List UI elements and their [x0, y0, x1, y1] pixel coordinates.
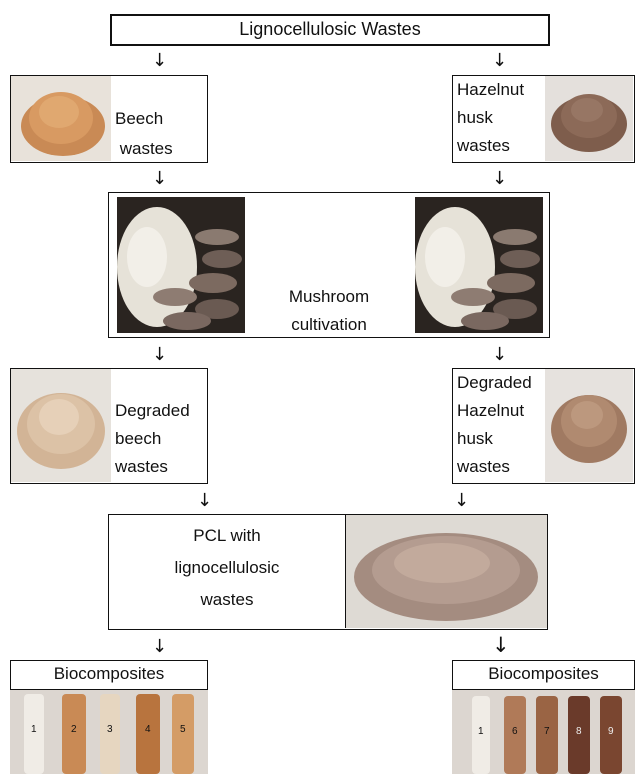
- arrow-down-icon: ↓: [152, 638, 167, 656]
- specimen-label: 5: [180, 724, 186, 735]
- biocomposites-left-box: Biocomposites: [10, 660, 208, 690]
- beech-sawdust-photo: [11, 76, 111, 161]
- degraded-beech-box: Degraded beech wastes: [10, 368, 208, 484]
- degraded-hazelnut-photo: [545, 369, 633, 482]
- mushroom-cultivation-box: Mushroom cultivation: [108, 192, 550, 338]
- arrow-down-icon: ↓: [492, 52, 507, 70]
- specimen-label: 1: [31, 724, 37, 735]
- arrow-down-icon: ↓: [492, 636, 510, 654]
- arrow-down-icon: ↓: [197, 492, 212, 510]
- arrow-down-icon: ↓: [454, 492, 469, 510]
- diagram-title: Lignocellulosic Wastes: [112, 19, 548, 40]
- beech-wastes-box: Beech wastes: [10, 75, 208, 163]
- degraded-hazelnut-label: Degraded Hazelnut husk wastes: [457, 369, 532, 481]
- hazelnut-husk-photo: [545, 76, 633, 161]
- specimen-label: 9: [608, 726, 614, 737]
- arrow-down-icon: ↓: [492, 170, 507, 188]
- mushroom-photo-left: [117, 197, 245, 333]
- specimen-label: 8: [576, 726, 582, 737]
- degraded-beech-label: Degraded beech wastes: [115, 397, 190, 481]
- mushroom-photo-right: [415, 197, 543, 333]
- mushroom-cultivation-label: Mushroom cultivation: [279, 283, 379, 339]
- arrow-down-icon: ↓: [152, 52, 167, 70]
- pcl-label: PCL with lignocellulosic wastes: [109, 520, 345, 616]
- arrow-down-icon: ↓: [152, 170, 167, 188]
- biocomposites-right-label: Biocomposites: [453, 664, 634, 684]
- specimen-label: 7: [544, 726, 550, 737]
- degraded-beech-photo: [11, 369, 111, 482]
- biocomposites-right-photo: 1 6 7 8 9: [452, 690, 635, 774]
- beech-wastes-label: Beech wastes: [115, 104, 173, 164]
- pcl-box: PCL with lignocellulosic wastes: [108, 514, 548, 630]
- pcl-pellets-photo: [345, 515, 547, 628]
- biocomposites-right-box: Biocomposites: [452, 660, 635, 690]
- degraded-hazelnut-box: Degraded Hazelnut husk wastes: [452, 368, 635, 484]
- specimen-label: 4: [145, 724, 151, 735]
- biocomposites-left-photo: 1 2 3 4 5: [10, 690, 208, 774]
- hazelnut-wastes-label: Hazelnut husk wastes: [457, 76, 524, 160]
- hazelnut-wastes-box: Hazelnut husk wastes: [452, 75, 635, 163]
- specimen-label: 6: [512, 726, 518, 737]
- specimen-label: 1: [478, 726, 484, 737]
- specimen-label: 3: [107, 724, 113, 735]
- biocomposites-left-label: Biocomposites: [11, 664, 207, 684]
- title-box: Lignocellulosic Wastes: [110, 14, 550, 46]
- arrow-down-icon: ↓: [152, 346, 167, 364]
- arrow-down-icon: ↓: [492, 346, 507, 364]
- specimen-label: 2: [71, 724, 77, 735]
